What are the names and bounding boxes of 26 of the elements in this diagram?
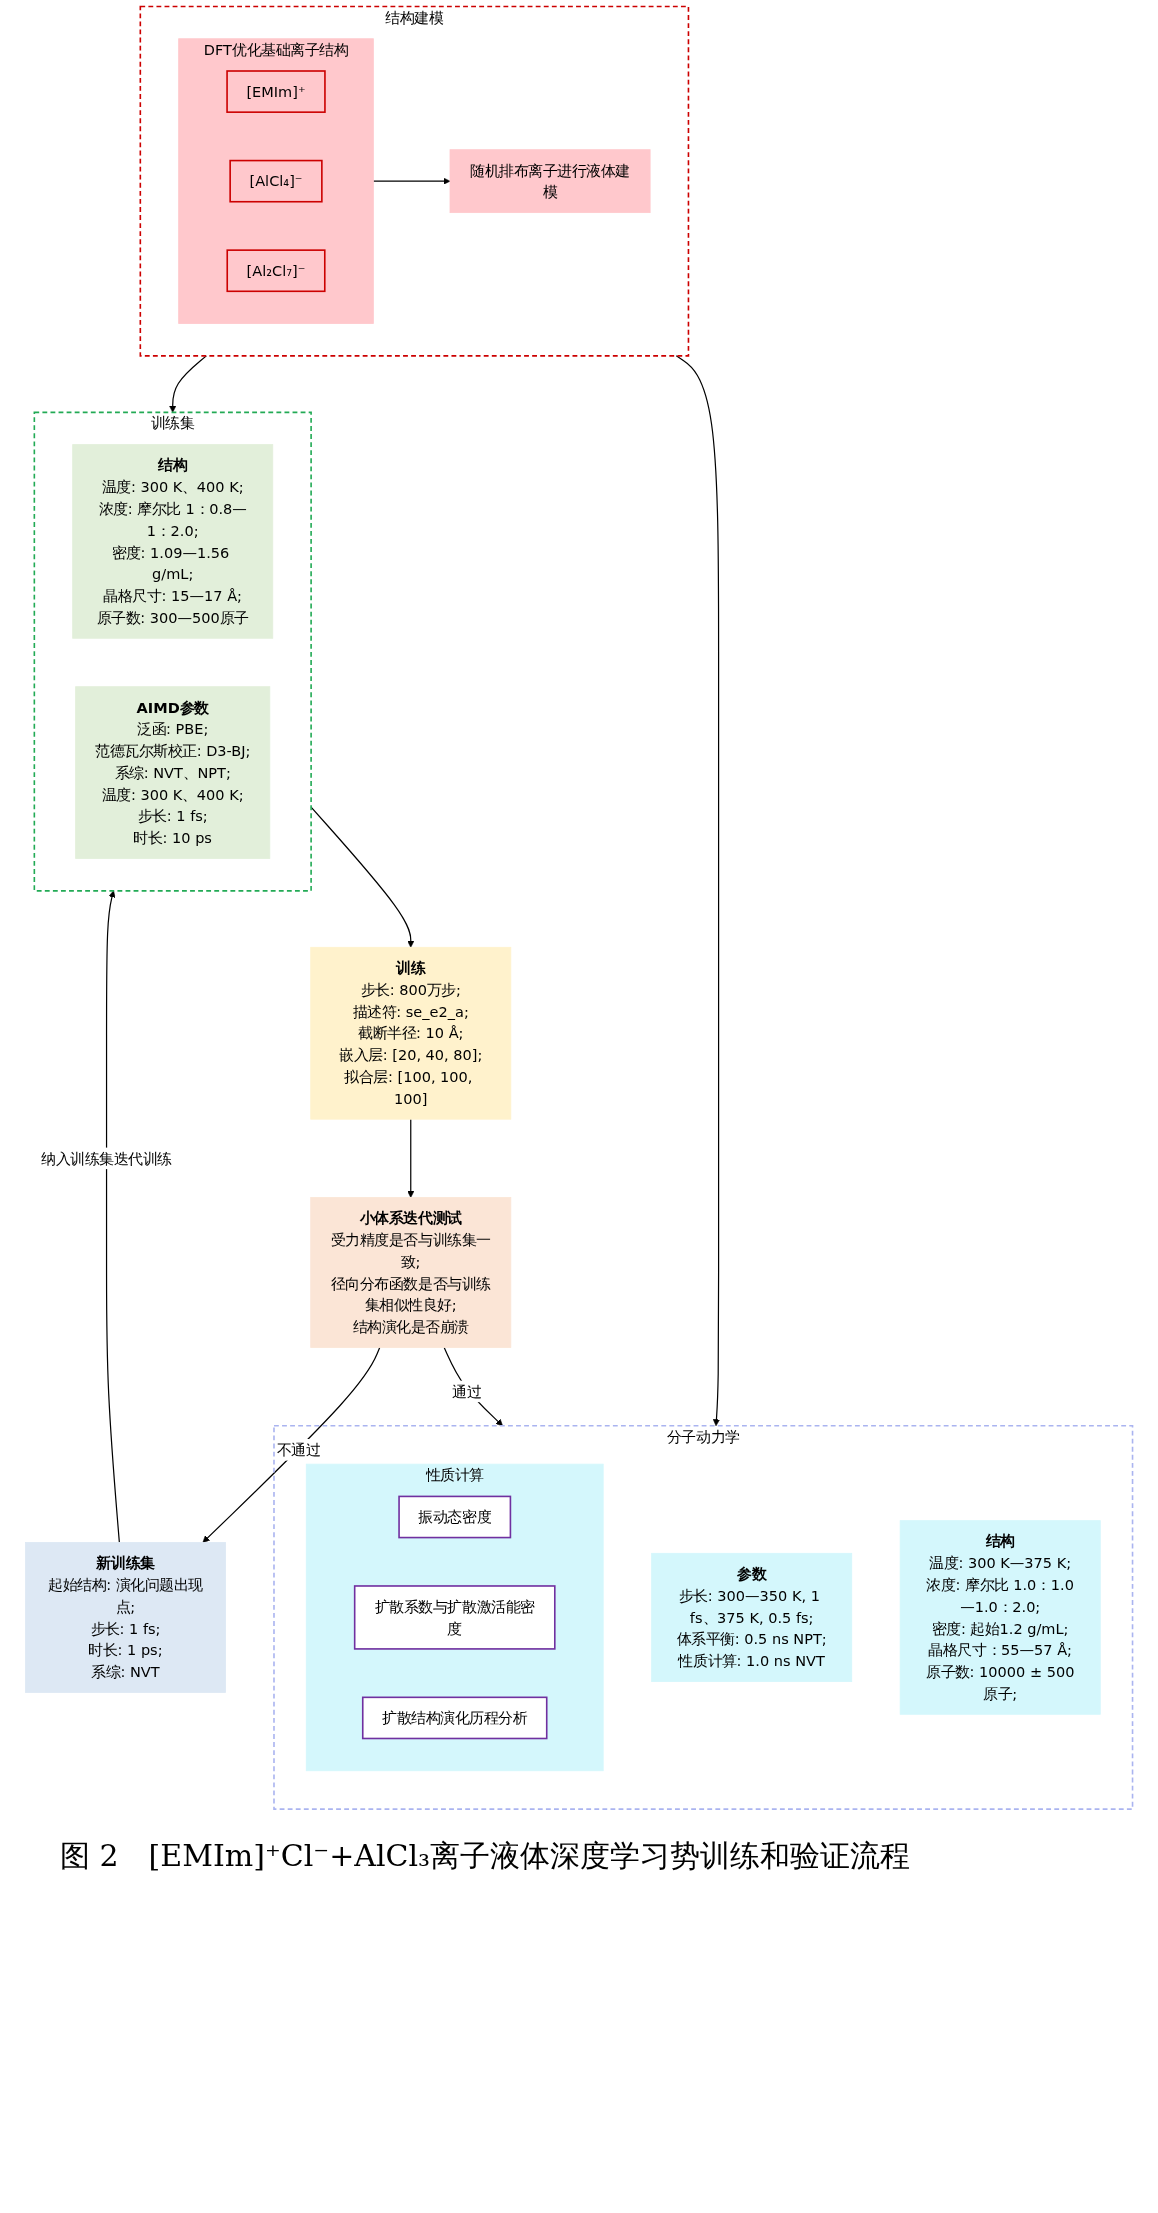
node-box: 扩散系数与扩散激活能密度 — [353, 1585, 556, 1650]
node-box: 结构 温度: 300 K、400 K; 浓度: 摩尔比 1：0.8—1：2.0; 密度: 1.09—1.56 g/mL; 晶格尺寸: 15—17 Å; 原子数: 300—500原子 — [72, 444, 274, 639]
node-box: 振动态密度 — [398, 1495, 512, 1539]
node-box: 参数 步长: 300—350 K, 1 fs、375 K, 0.5 fs; 体系平衡: 0.5 ns NPT; 性质计算: 1.0 ns NVT — [651, 1552, 853, 1682]
node-box: [EMIm]⁺ — [226, 70, 326, 113]
arrow — [443, 1346, 503, 1427]
arrow — [202, 1346, 381, 1543]
arrow — [675, 355, 720, 1427]
node-box: 随机排布离子进行液体建模 — [449, 149, 651, 214]
node-box: 小体系迭代测试 受力精度是否与训练集一致; 径向分布函数是否与训练集相似性良好; 结构演化是否崩溃 — [310, 1197, 512, 1348]
node-box: [AlCl₄]⁻ — [229, 159, 323, 203]
node-box: 新训练集 起始结构: 演化问题出现点; 步长: 1 fs; 时长: 1 ps; 系综: NVT — [25, 1542, 226, 1693]
arrow — [105, 890, 120, 1543]
edge-label: 纳入训练集迭代训练 — [41, 1149, 172, 1167]
node-box: 结构 温度: 300 K—375 K; 浓度: 摩尔比 1.0：1.0—1.0：2.0; 密度: 起始1.2 g/mL; 晶格尺寸：55—57 Å; 原子数: 10000 ± 500原子; — [899, 1520, 1101, 1715]
node-box: [Al₂Cl₇]⁻ — [226, 249, 326, 293]
node-box: AIMD参数 泛函: PBE; 范德瓦尔斯校正: D3-BJ; 系综: NVT、NPT; 温度: 300 K、400 K; 步长: 1 fs; 时长: 10 ps — [75, 686, 271, 859]
node-box: 训练 步长: 800万步; 描述符: se_e2_a; 截断半径: 10 Å; 嵌入层: [20, 40, 80]; 拟合层: [100, 100, 100] — [310, 946, 512, 1120]
arrow — [169, 355, 207, 413]
arrow — [372, 177, 451, 185]
edge-label: 通过 — [452, 1382, 482, 1400]
arrow — [407, 1118, 415, 1198]
arrow — [310, 806, 415, 948]
figure-caption: 图 2 [EMIm]⁺Cl⁻+AlCl₃离子液体深度学习势训练和验证流程 — [60, 1837, 911, 1873]
edge-label: 不通过 — [276, 1441, 321, 1459]
node-box: 扩散结构演化历程分析 — [361, 1696, 548, 1740]
